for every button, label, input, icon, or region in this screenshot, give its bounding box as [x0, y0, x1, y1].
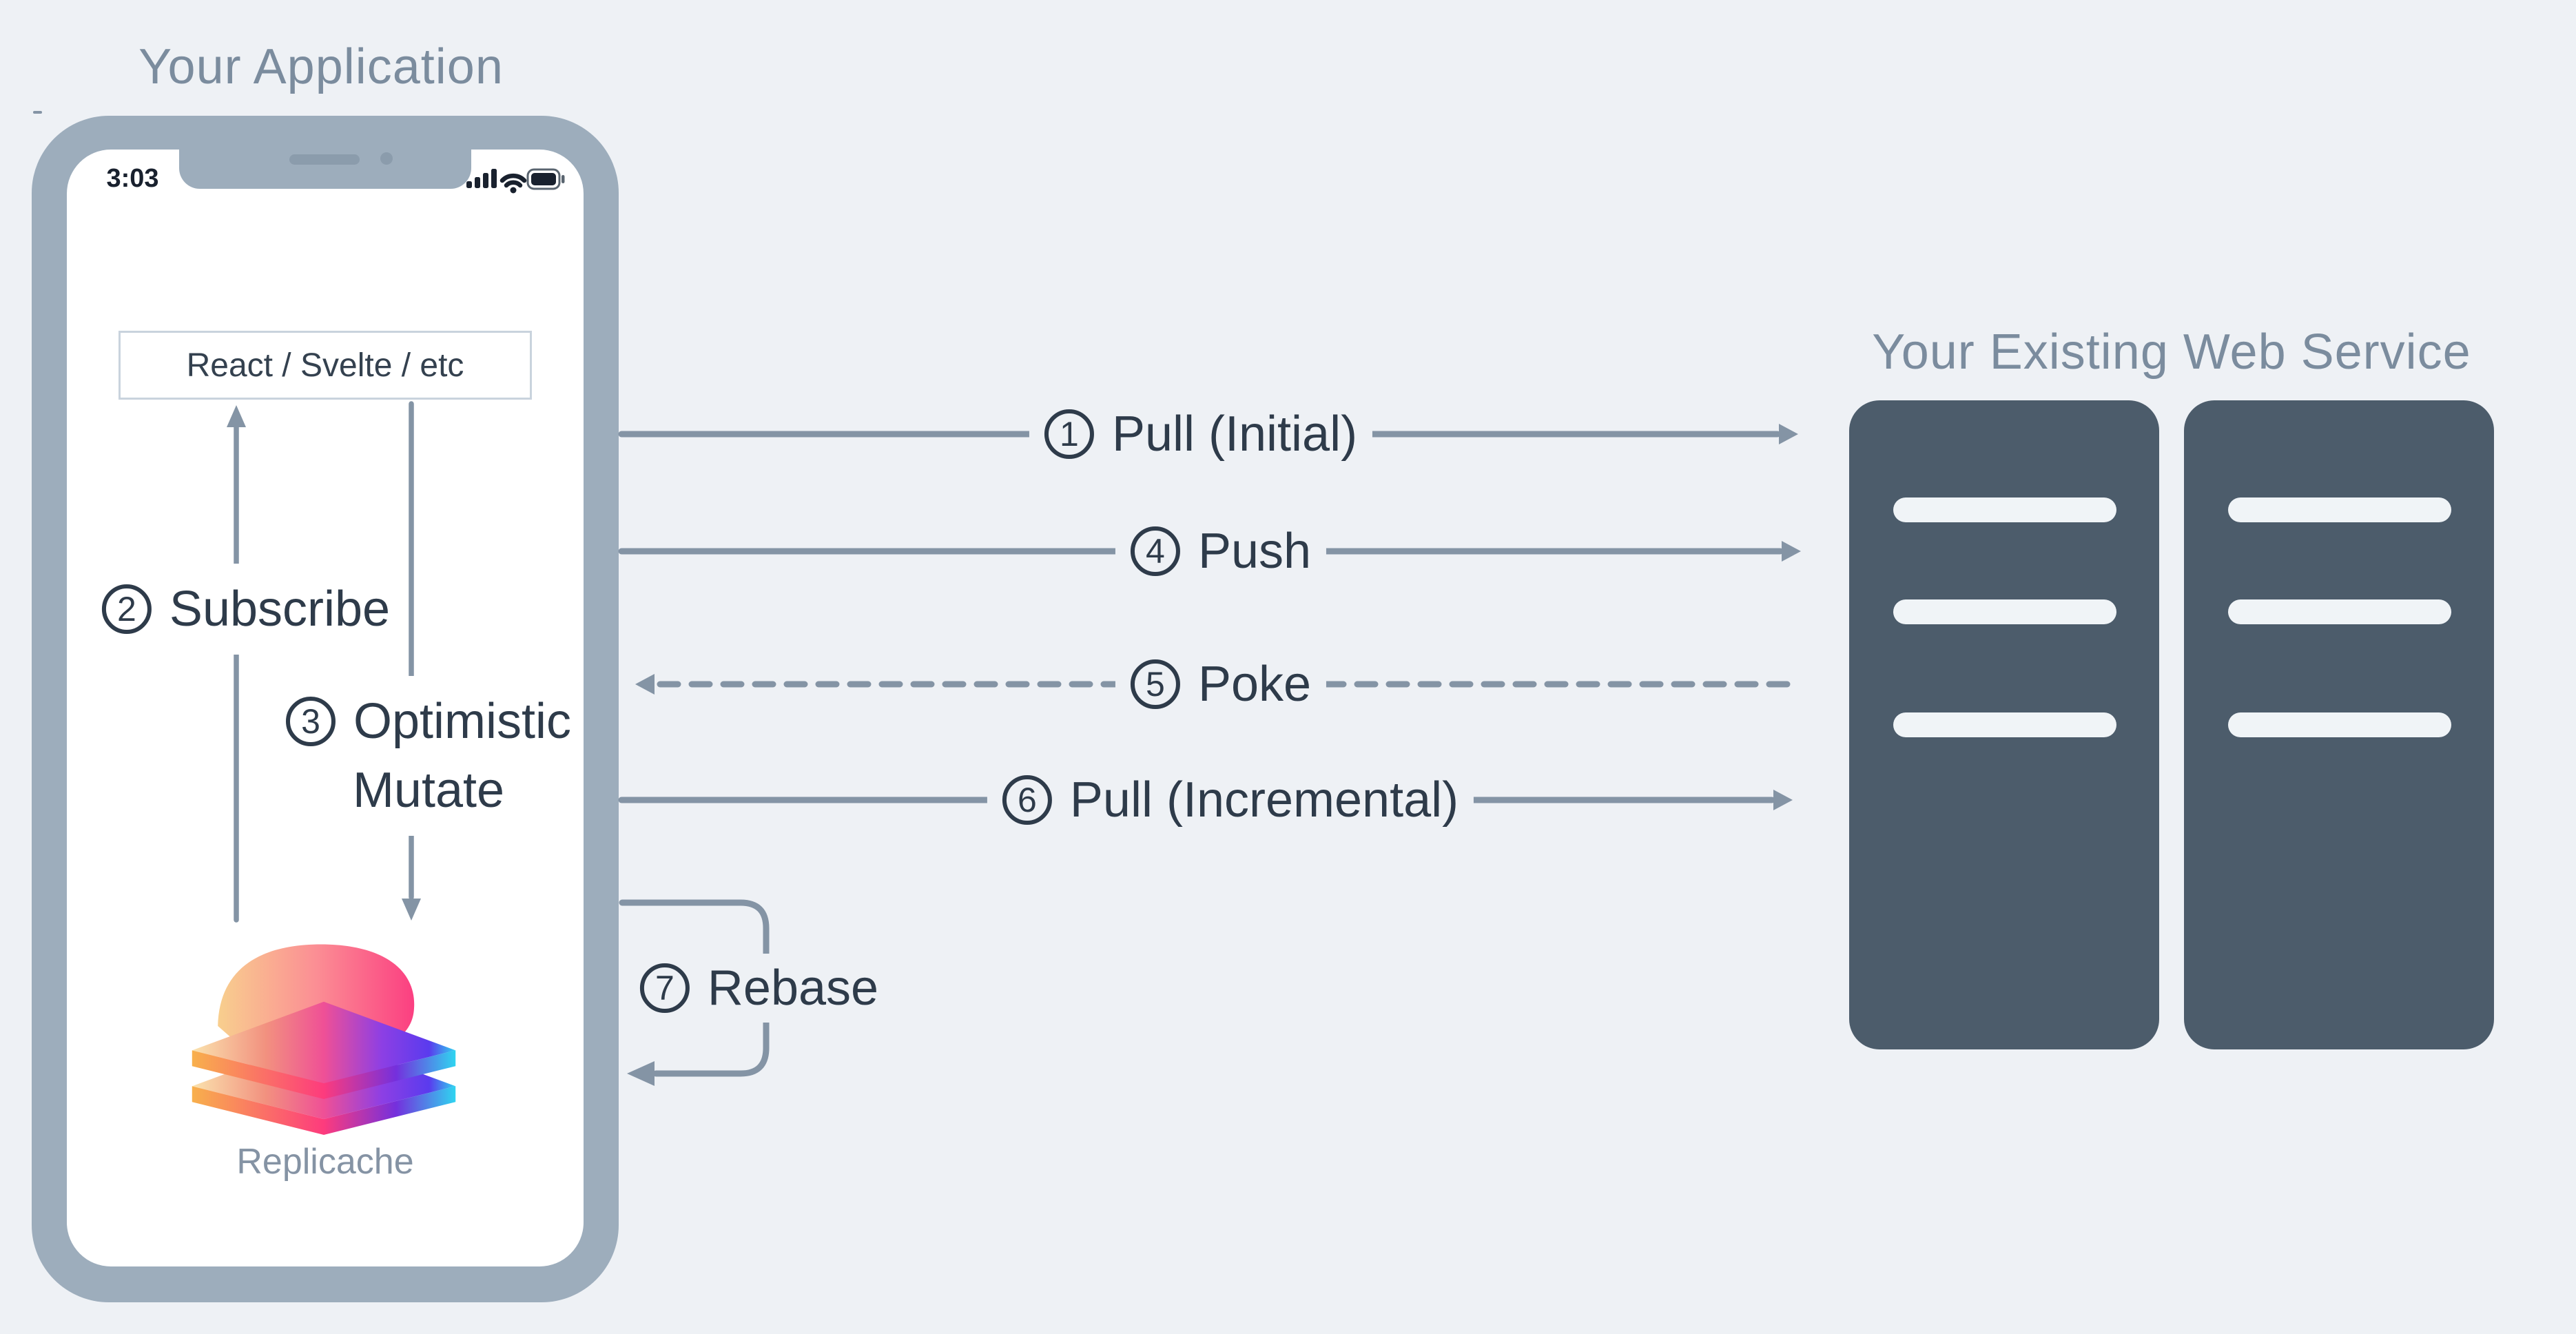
flow-number: 1	[1044, 409, 1094, 459]
rack-slot	[1893, 712, 2116, 737]
flow-number: 5	[1130, 659, 1180, 709]
rack-slot	[2228, 497, 2451, 522]
framework-box-label: React / Svelte / etc	[186, 347, 464, 384]
flow-text: Optimistic	[353, 694, 572, 749]
status-time: 3:03	[106, 164, 159, 193]
flow-text: Pull (Initial)	[1111, 407, 1358, 462]
framework-box: React / Svelte / etc	[119, 331, 532, 400]
rack-slot	[2228, 712, 2451, 737]
phone-notch	[179, 150, 471, 189]
mutate-arrowhead	[402, 899, 421, 921]
flow-label-rebase: 7 Rebase	[624, 954, 894, 1023]
rack-slot	[2228, 599, 2451, 624]
status-icons	[466, 168, 565, 194]
flow-text: Push	[1197, 524, 1312, 579]
subscribe-arrowhead	[227, 405, 246, 427]
application-title: Your Application	[138, 39, 504, 94]
flow-label-push: 4 Push	[1115, 517, 1327, 586]
camera-icon	[380, 152, 393, 165]
stray-dash	[33, 111, 42, 114]
rack-slot	[1893, 599, 2116, 624]
flow-text: Subscribe	[169, 582, 391, 637]
push-arrowhead	[1782, 541, 1801, 562]
server-rack	[1849, 400, 2159, 1049]
pull-incremental-arrowhead	[1773, 790, 1793, 810]
cellular-signal-icon	[466, 169, 497, 188]
flow-text: Rebase	[707, 961, 879, 1016]
flow-label-pull-initial: 1 Pull (Initial)	[1029, 400, 1373, 469]
flow-text: Pull (Incremental)	[1069, 772, 1459, 828]
pull-initial-arrowhead	[1779, 424, 1798, 444]
web-service-title: Your Existing Web Service	[1872, 325, 2471, 380]
flow-label-subscribe: 2 Subscribe	[90, 564, 402, 655]
server-rack	[2184, 400, 2494, 1049]
flow-number: 2	[101, 584, 152, 634]
flow-text: Poke	[1197, 657, 1312, 712]
rebase-arrowhead	[627, 1061, 655, 1086]
flow-label-optimistic-mutate: 3 Optimistic Mutate	[274, 676, 583, 836]
rack-slot	[1893, 497, 2116, 522]
battery-icon	[526, 168, 565, 190]
flow-number: 7	[639, 963, 690, 1013]
flow-number: 3	[285, 697, 336, 746]
flow-number: 6	[1002, 775, 1052, 825]
flow-text: Mutate	[352, 763, 505, 818]
wifi-icon	[499, 173, 527, 194]
flow-label-poke: 5 Poke	[1115, 650, 1327, 719]
speaker-icon	[289, 154, 360, 165]
replicache-logo	[192, 944, 456, 1135]
logo-caption: Replicache	[236, 1142, 414, 1182]
poke-arrowhead	[635, 674, 655, 695]
flow-label-pull-incremental: 6 Pull (Incremental)	[987, 766, 1474, 834]
flow-number: 4	[1130, 526, 1180, 576]
